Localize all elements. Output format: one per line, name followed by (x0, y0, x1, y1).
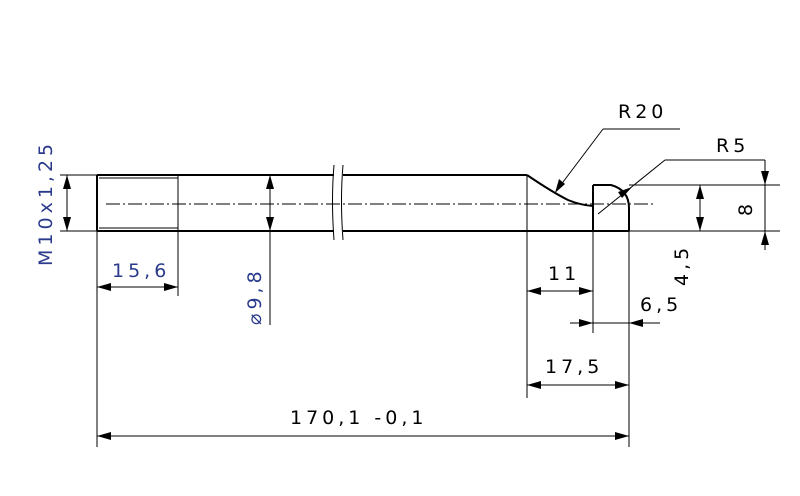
dim-height: 8 (735, 160, 769, 250)
extension-lines (96, 175, 780, 447)
dim-depth: 4,5 (671, 185, 704, 286)
dim-thread-height: M10x1,25 (35, 140, 97, 266)
dim-r5-label: R5 (716, 135, 749, 157)
dim-6-5-label: 6,5 (640, 294, 682, 316)
dim-height-label: 8 (735, 200, 757, 216)
dim-diameter: ⌀9,8 (244, 175, 274, 325)
part-outline (96, 174, 630, 232)
dim-r5: R5 (597, 135, 765, 215)
thread-lines (99, 177, 178, 229)
dim-groove-offset: 11 (527, 263, 593, 295)
dim-total-length-label: 170,1 -0,1 (290, 407, 428, 429)
dim-thread-length: 15,6 (97, 260, 178, 291)
dim-thread-length-label: 15,6 (112, 260, 170, 282)
dim-groove-offset-label: 11 (548, 263, 580, 285)
break-marks (332, 164, 344, 241)
dim-17-5-label: 17,5 (545, 356, 603, 378)
dim-depth-label: 4,5 (671, 244, 693, 286)
thread-label: M10x1,25 (35, 140, 57, 266)
dim-diameter-label: ⌀9,8 (244, 267, 266, 325)
dim-r20-label: R20 (618, 101, 667, 123)
dim-r20: R20 (555, 101, 680, 193)
dim-6-5: 6,5 (570, 294, 682, 327)
dim-total-length: 170,1 -0,1 (97, 407, 629, 440)
dim-17-5: 17,5 (527, 356, 629, 389)
